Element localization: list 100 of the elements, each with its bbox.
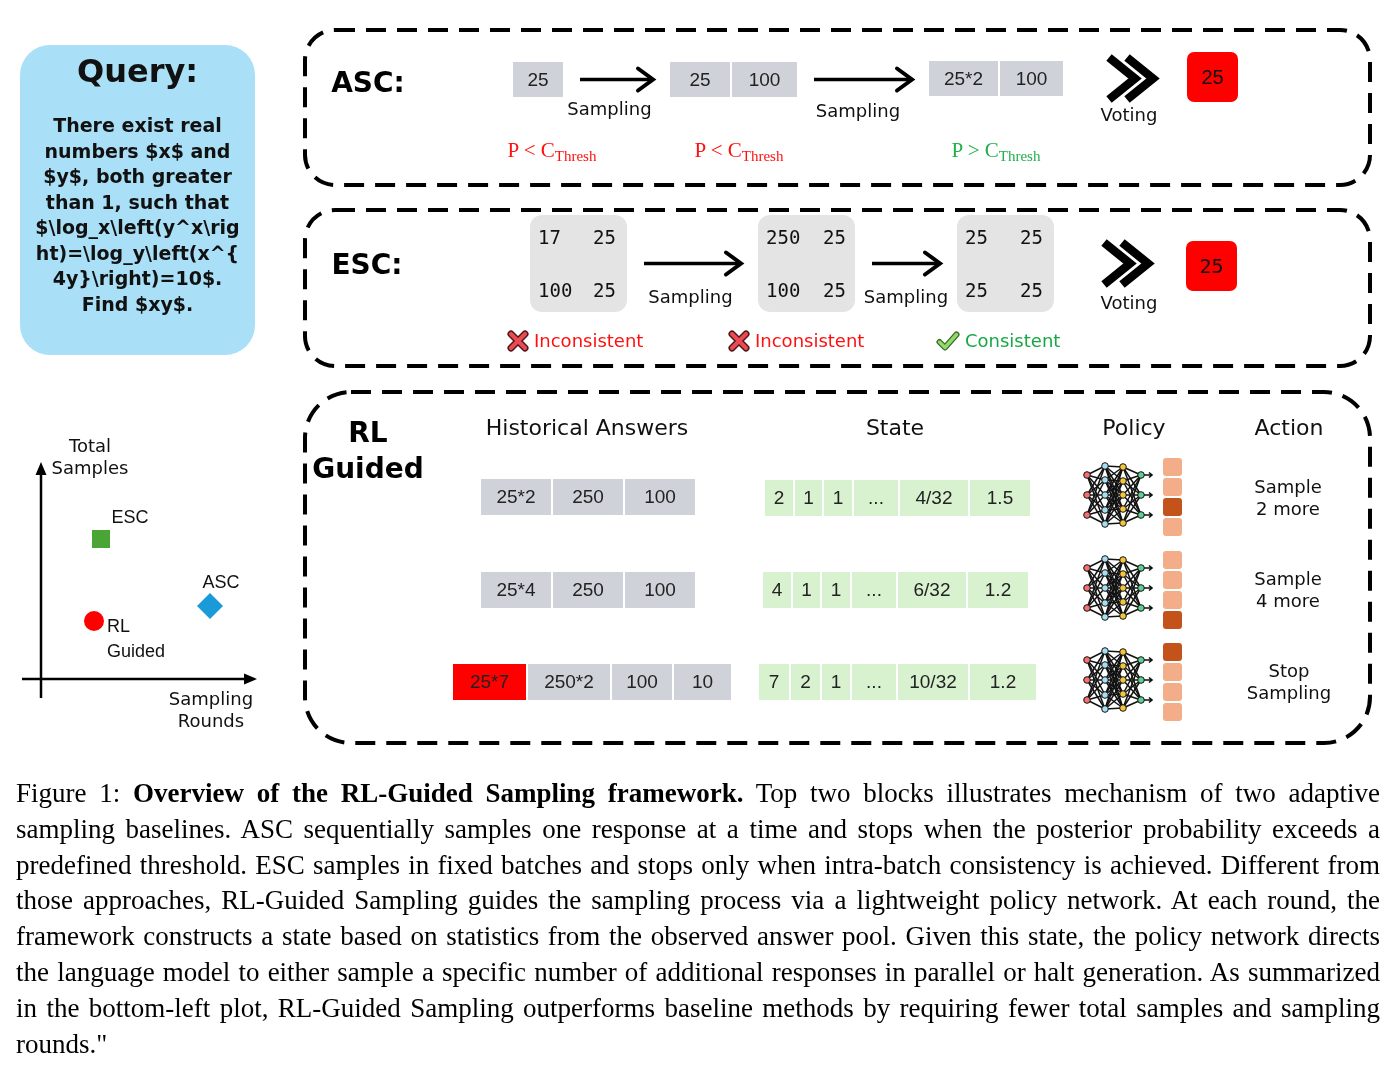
panel-title: ASC: — [331, 65, 405, 101]
column-heading: Historical Answers — [485, 414, 689, 442]
result-value: 25 — [1201, 65, 1224, 89]
strip-value: 100 — [623, 479, 695, 515]
figure-caption: Figure 1: Overview of the RL-Guided Sampling framework. Top two blocks illustrates mechanism of two adaptive sampling baselines. ASC sequentially samples one response at a time and stops when the posterior probability exceeds a predefined threshold. ESC samples in fixed batches and stops only when intra-batch consistency is achieved. Different from those approaches, RL-Guided Sampling guides the sampling process via a lightweight policy network. At each round, the framework constructs a state based on statistics from the observed answer pool. Given this state, the policy network directs the language model to either sample a specific number of additional responses in parallel or halt generation. As summarized in the bottom-left plot, RL-Guided Sampling outperforms baseline methods by requiring fewer total samples and sampling rounds." — [16, 777, 1380, 1061]
arrow — [644, 250, 743, 277]
answer-strip — [481, 572, 695, 608]
grid-value: 17 — [538, 225, 561, 249]
arrow — [872, 250, 942, 277]
result-value: 25 — [1199, 254, 1224, 278]
strip-value: 7 — [767, 670, 781, 694]
state-strip — [765, 480, 1030, 516]
grid-value: 100 — [538, 278, 573, 302]
edge-label: Voting — [1100, 102, 1158, 127]
panel-title: RL Guided — [311, 415, 425, 487]
strip-value: 4 — [770, 578, 784, 602]
strip-value: 1 — [822, 480, 852, 516]
dashed-panel — [303, 208, 1372, 368]
double-chevron-arrow — [1104, 53, 1160, 104]
strip-value: 100 — [998, 61, 1063, 96]
strip-value: 6/32 — [896, 572, 966, 608]
strip-value: 25*7 — [453, 664, 526, 700]
strip-value: 1 — [791, 572, 820, 608]
answer-strip — [670, 62, 797, 97]
dashed-panel — [303, 390, 1372, 745]
strip-value: 25*4 — [495, 578, 537, 602]
threshold-label: P < C$_{Thresh}$ — [694, 137, 784, 163]
dashed-panel — [303, 28, 1372, 187]
answer-strip — [513, 62, 563, 97]
answer-strip — [481, 479, 695, 515]
answer-strip — [929, 61, 1063, 96]
threshold-label: P < C$_{Thresh}$ — [507, 137, 597, 163]
strip-value: 1.5 — [968, 480, 1030, 516]
strip-value: 1.2 — [966, 572, 1028, 608]
grid-value: 25 — [1020, 225, 1043, 249]
strip-value: 25*2 — [942, 66, 985, 91]
axis-title: Sampling Rounds — [167, 688, 255, 732]
strip-value: 4/32 — [898, 480, 968, 516]
strip-value: 100 — [610, 664, 672, 700]
strip-value: 10 — [672, 664, 731, 700]
double-chevron-arrow — [1099, 238, 1155, 289]
edge-label: Voting — [1100, 290, 1158, 315]
axis-title: Total Samples — [50, 435, 130, 479]
grid-value: 25 — [823, 225, 846, 249]
strip-value: 25 — [526, 67, 550, 92]
strip-value: 100 — [623, 572, 695, 608]
state-strip — [759, 664, 1036, 700]
strip-value: 10/32 — [896, 664, 968, 700]
arrow — [814, 66, 914, 93]
edge-label: Sampling — [567, 96, 652, 121]
column-heading: Action — [1254, 414, 1324, 442]
strip-value: 250 — [551, 479, 623, 515]
strip-value: 250 — [551, 572, 623, 608]
result-box — [1187, 52, 1238, 102]
status-label: Inconsistent — [534, 329, 644, 353]
grid-value: 25 — [593, 278, 616, 302]
column-heading: Policy — [1102, 414, 1166, 442]
strip-value: ... — [852, 480, 898, 516]
answer-grid — [957, 215, 1054, 312]
point-label: ESC — [111, 505, 149, 529]
action-text: Stop Sampling — [1245, 660, 1333, 704]
point-label: ASC — [202, 570, 240, 594]
strip-value: 1 — [820, 664, 850, 700]
grid-value: 25 — [965, 225, 988, 249]
strip-value: 100 — [730, 62, 797, 97]
query-text: There exist real numbers $x$ and $y$, both greater than 1, such that $\log_x\left(y^x\right)=\log_y\left(x^{4y}\right)=10$. Find $xy$. — [34, 113, 241, 317]
grid-value: 25 — [823, 278, 846, 302]
strip-value: 1.2 — [968, 664, 1036, 700]
column-heading: State — [865, 414, 925, 442]
strip-value: 25 — [688, 67, 712, 92]
query-card — [20, 45, 255, 355]
action-text: Sample 2 more — [1253, 476, 1323, 520]
status-label: Consistent — [965, 329, 1061, 353]
query-heading: Query: — [76, 51, 199, 92]
action-text: Sample 4 more — [1253, 568, 1323, 612]
grid-value: 250 — [766, 225, 801, 249]
answer-grid — [758, 215, 855, 312]
answer-grid — [530, 215, 627, 312]
status-label: Inconsistent — [755, 329, 865, 353]
strip-value: 25*2 — [495, 485, 537, 509]
edge-label: Sampling — [648, 284, 733, 309]
strip-value: 1 — [793, 480, 822, 516]
answer-strip — [453, 664, 731, 700]
state-strip — [763, 572, 1028, 608]
strip-value: 1 — [820, 572, 850, 608]
edge-label: Sampling — [815, 98, 901, 123]
arrow — [580, 66, 655, 93]
strip-value: 2 — [772, 486, 786, 510]
point-label: RL Guided — [107, 615, 167, 663]
edge-label: Sampling — [863, 284, 949, 309]
strip-value: ... — [850, 664, 896, 700]
grid-value: 25 — [593, 225, 616, 249]
grid-value: 25 — [965, 278, 988, 302]
threshold-label: P > C$_{Thresh}$ — [951, 137, 1041, 163]
strip-value: 2 — [789, 664, 820, 700]
result-box — [1186, 241, 1237, 291]
panel-title: ESC: — [331, 247, 403, 283]
grid-value: 25 — [1020, 278, 1043, 302]
strip-value: 250*2 — [526, 664, 610, 700]
grid-value: 100 — [766, 278, 801, 302]
